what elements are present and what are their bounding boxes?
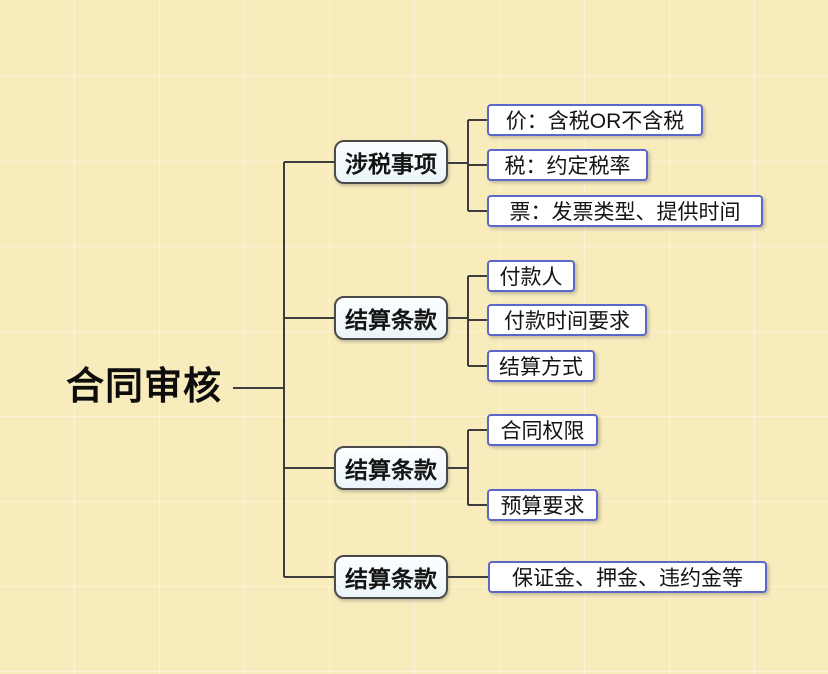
leaf-node-budget-requirement[interactable]: 预算要求 (487, 489, 598, 521)
leaf-node-invoice-type-time[interactable]: 票：发票类型、提供时间 (487, 195, 763, 227)
branch-node-settlement-terms-3[interactable]: 结算条款 (334, 555, 448, 599)
leaf-node-price-tax-included[interactable]: 价：含税OR不含税 (487, 104, 703, 136)
branch-node-tax-matters[interactable]: 涉税事项 (334, 140, 448, 184)
leaf-node-deposit-penalty[interactable]: 保证金、押金、违约金等 (488, 561, 767, 593)
leaf-node-tax-rate[interactable]: 税：约定税率 (487, 149, 648, 181)
branch-node-settlement-terms-1[interactable]: 结算条款 (334, 296, 448, 340)
leaf-node-payer[interactable]: 付款人 (487, 260, 575, 292)
leaf-node-settlement-method[interactable]: 结算方式 (487, 350, 595, 382)
leaf-node-contract-authority[interactable]: 合同权限 (487, 414, 598, 446)
root-node-contract-review[interactable]: 合同审核 (66, 366, 223, 408)
branch-node-settlement-terms-2[interactable]: 结算条款 (334, 446, 448, 490)
leaf-node-payment-time-requirement[interactable]: 付款时间要求 (487, 304, 647, 336)
